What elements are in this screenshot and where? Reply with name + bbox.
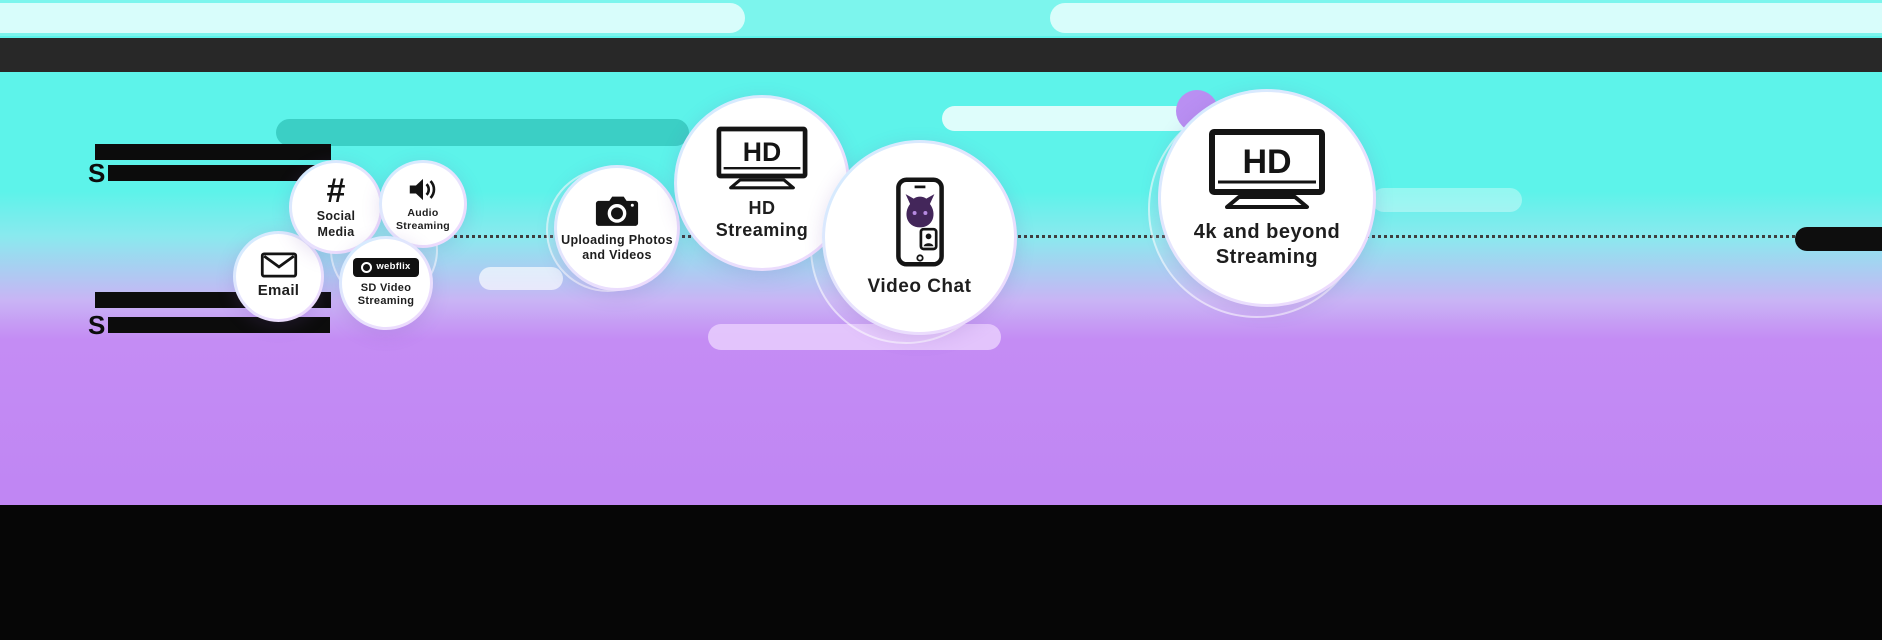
- redacted-subheading-top: S: [88, 158, 331, 188]
- white-right-pill: [1372, 188, 1522, 212]
- bubble-audio-streaming: Audio Streaming: [379, 160, 467, 248]
- redacted-text-bar-bottom: [108, 317, 331, 333]
- bubble-label-upload-line1: Uploading Photos: [561, 232, 673, 247]
- hashtag-icon: #: [326, 172, 346, 211]
- redacted-heading-top: [95, 144, 331, 160]
- uhd-tv-icon: HD: [1209, 129, 1325, 210]
- bubble-label-upload: Uploading Photos and Videos: [561, 233, 673, 264]
- bubble-label-email: Email: [257, 282, 300, 300]
- black-speed-pill-right: [1795, 227, 1882, 251]
- bubble-social-media: # Social Media: [289, 160, 383, 254]
- bubble-label-4k: 4k and beyond Streaming: [1194, 220, 1341, 269]
- bubble-label-social-line2: Media: [317, 224, 355, 239]
- redacted-letter-top: S: [88, 158, 106, 188]
- bubble-label-sd-line1: SD Video: [360, 281, 412, 294]
- top-left-pill: [0, 3, 745, 33]
- uhd-tv-text: HD: [1242, 143, 1291, 181]
- bubble-label-sd-line2: Streaming: [357, 295, 415, 307]
- bubble-label-sd: SD Video Streaming: [358, 282, 415, 309]
- bubble-label-video-chat: Video Chat: [867, 275, 972, 297]
- redacted-text-bar-top: [108, 165, 331, 181]
- header-bar: [0, 38, 1882, 72]
- camera-icon: [595, 196, 639, 226]
- video-chat-phone-icon: [895, 177, 944, 267]
- white-speed-pill: [942, 106, 1190, 131]
- webflix-logo-text: webflix: [376, 261, 411, 273]
- bubble-label-4k-line1: 4k and beyond: [1193, 221, 1341, 244]
- bubble-label-audio-line2: Streaming: [395, 219, 451, 232]
- webflix-dot-icon: [361, 261, 373, 273]
- bubble-label-audio: Audio Streaming: [396, 207, 450, 233]
- speaker-icon: [409, 178, 436, 200]
- white-small-pill: [479, 267, 563, 290]
- hd-tv-text: HD: [743, 137, 781, 167]
- teal-speed-pill: [276, 119, 689, 146]
- bubble-label-upload-line2: and Videos: [582, 248, 652, 262]
- bubble-4k-streaming: HD 4k and beyond Streaming: [1158, 89, 1376, 307]
- bubble-label-hd: HD Streaming: [716, 198, 809, 242]
- speed-threshold-dotted-line: [430, 235, 1795, 238]
- bubble-label-audio-line1: Audio: [407, 206, 439, 219]
- bubble-label-social-line1: Social: [316, 209, 356, 224]
- bubble-label-hd-line2: Streaming: [715, 219, 809, 240]
- bubble-label-hd-line1: HD: [748, 197, 776, 218]
- footer-bar: [0, 505, 1882, 640]
- envelope-icon: [260, 252, 297, 278]
- bubble-email: Email: [233, 231, 324, 322]
- webflix-logo: webflix: [353, 257, 419, 277]
- hd-tv-icon: HD: [716, 126, 808, 189]
- bubble-label-4k-line2: Streaming: [1215, 245, 1319, 268]
- redacted-letter-bottom: S: [88, 310, 106, 340]
- bubble-hd-streaming: HD HD Streaming: [674, 95, 850, 271]
- bubble-label-social: Social Media: [317, 209, 356, 240]
- bubble-video-chat: Video Chat: [822, 140, 1017, 335]
- bubble-uploading-photos: Uploading Photos and Videos: [554, 165, 680, 291]
- bubble-sd-video-streaming: webflix SD Video Streaming: [339, 236, 433, 330]
- top-right-pill: [1050, 3, 1882, 33]
